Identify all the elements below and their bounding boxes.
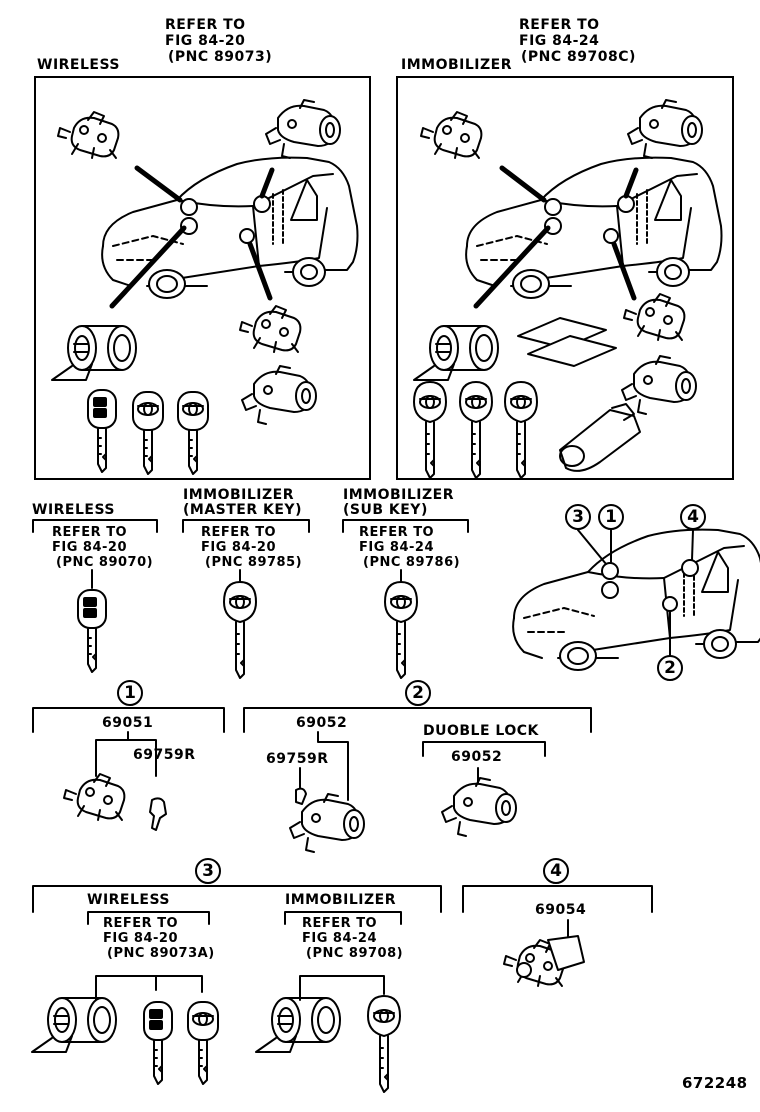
car-callout-3: 3 [565,504,591,530]
group4-number: 4 [543,858,569,884]
top-left-refer-line3: (PNC 89073) [168,49,273,65]
key2-refer-line1: REFER TO [201,525,277,540]
group3-immobilizer-title: IMMOBILIZER [285,892,396,908]
group1-number: 1 [117,680,143,706]
key3-refer-line1: REFER TO [359,525,435,540]
group3-immobilizer-refer2: FIG 84-24 [302,931,377,946]
group2-part-main: 69052 [296,715,348,731]
top-right-refer-line3: (PNC 89708C) [521,49,636,65]
key1-refer-line1: REFER TO [52,525,128,540]
top-right-panel [396,76,734,480]
group3-number: 3 [195,858,221,884]
group3-wireless-refer1: REFER TO [103,916,179,931]
key1-refer-line3: (PNC 89070) [56,555,154,570]
key1-refer-line2: FIG 84-20 [52,540,127,555]
top-right-refer-line2: FIG 84-24 [519,33,600,49]
group3-immobilizer-refer1: REFER TO [302,916,378,931]
car-callout-2: 2 [657,655,683,681]
group1-part-main: 69051 [102,715,154,731]
double-lock-part: 69052 [451,749,503,765]
top-right-refer-line1: REFER TO [519,17,600,33]
group2-part-sub: 69759R [266,751,329,767]
key2-refer-line2: FIG 84-20 [201,540,276,555]
key2-title-line2: (MASTER KEY) [183,502,302,518]
double-lock-title: DUOBLE LOCK [423,723,539,739]
group3-wireless-title: WIRELESS [87,892,171,908]
group1-part-sub: 69759R [133,747,196,763]
group3-wireless-refer2: FIG 84-20 [103,931,178,946]
top-right-title: IMMOBILIZER [401,57,512,73]
group2-number: 2 [405,680,431,706]
key3-title-line1: IMMOBILIZER [343,487,454,503]
top-left-refer-line1: REFER TO [165,17,246,33]
group4-part: 69054 [535,902,587,918]
key1-title: WIRELESS [32,502,116,518]
key2-refer-line3: (PNC 89785) [205,555,303,570]
group3-wireless-refer3: (PNC 89073A) [107,946,215,961]
top-left-panel [34,76,371,480]
top-left-title: WIRELESS [37,57,121,73]
car-callout-1: 1 [598,504,624,530]
group3-immobilizer-refer3: (PNC 89708) [306,946,404,961]
key3-refer-line2: FIG 84-24 [359,540,434,555]
top-left-refer-line2: FIG 84-20 [165,33,246,49]
key3-title-line2: (SUB KEY) [343,502,428,518]
key2-title-line1: IMMOBILIZER [183,487,294,503]
key3-refer-line3: (PNC 89786) [363,555,461,570]
diagram-id: 672248 [682,1074,748,1092]
